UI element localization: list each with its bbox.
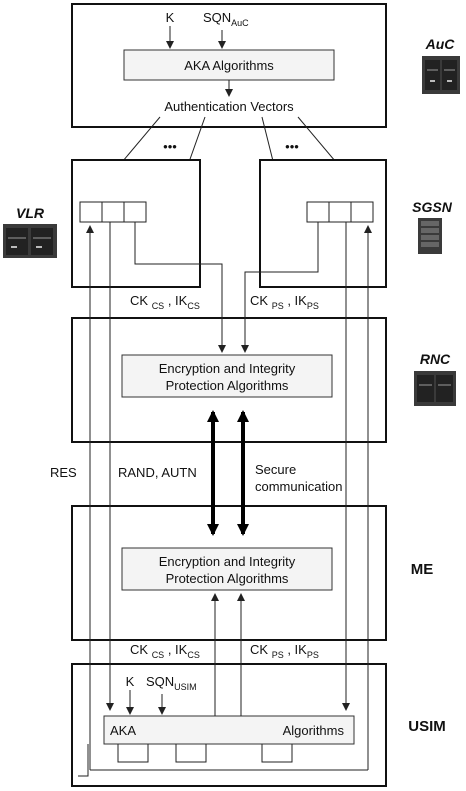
ellipsis-left: ••• [163,139,177,154]
vlr-box [71,159,201,288]
usim-aka-box [103,715,355,745]
secure-label-line2: communication [255,479,342,494]
me-algo-box [121,547,333,591]
usim-side-label: USIM [408,718,446,735]
res-label: RES [50,465,77,480]
me-side-label: ME [411,561,434,578]
rnc-server-icon [414,371,456,406]
usim-algorithms-label: Algorithms [283,723,345,738]
usim-loop-3 [261,744,293,763]
usim-sqn-label: SQNUSIM [146,674,197,692]
sgsn-ck-line [241,222,319,353]
usim-k-label: K [126,674,135,689]
vlr-ck-line [134,222,226,353]
usim-aka-label: AKA [110,723,136,738]
vlr-server-icon [3,224,57,258]
secure-label-line1: Secure [255,462,296,477]
auc-server-icon [422,56,460,94]
auc-sqn-label: SQNAuC [203,10,249,28]
rnc-side-label: RNC [420,351,451,367]
auc-k-label: K [166,10,175,25]
rnc-algo-line1: Encryption and Integrity [159,361,296,376]
usim-loop-2 [175,744,207,763]
auth-vectors-label: Authentication Vectors [164,99,294,114]
vlr-vector-store [79,201,147,223]
sgsn-box [259,159,387,288]
usim-ps-keys-label: CK PS , IKPS [250,642,319,660]
sgsn-vector-store [306,201,374,223]
me-algo-line2: Protection Algorithms [166,571,289,586]
rnc-algo-line2: Protection Algorithms [166,378,289,393]
auc-side-label: AuC [425,36,456,52]
vlr-side-label: VLR [16,205,45,221]
usim-cs-keys-label: CK CS , IKCS [130,642,200,660]
sgsn-keys-label: CK PS , IKPS [250,293,319,311]
ellipsis-right: ••• [285,139,299,154]
vlr-keys-label: CK CS , IKCS [130,293,200,311]
sgsn-server-icon [418,218,442,254]
res-return-foot [78,744,89,777]
rnc-algo-box [121,354,333,398]
me-algo-line1: Encryption and Integrity [159,554,296,569]
rand-autn-label: RAND, AUTN [118,465,197,480]
usim-loop-1 [117,744,149,763]
sgsn-side-label: SGSN [412,199,453,215]
auc-aka-label: AKA Algorithms [184,58,274,73]
